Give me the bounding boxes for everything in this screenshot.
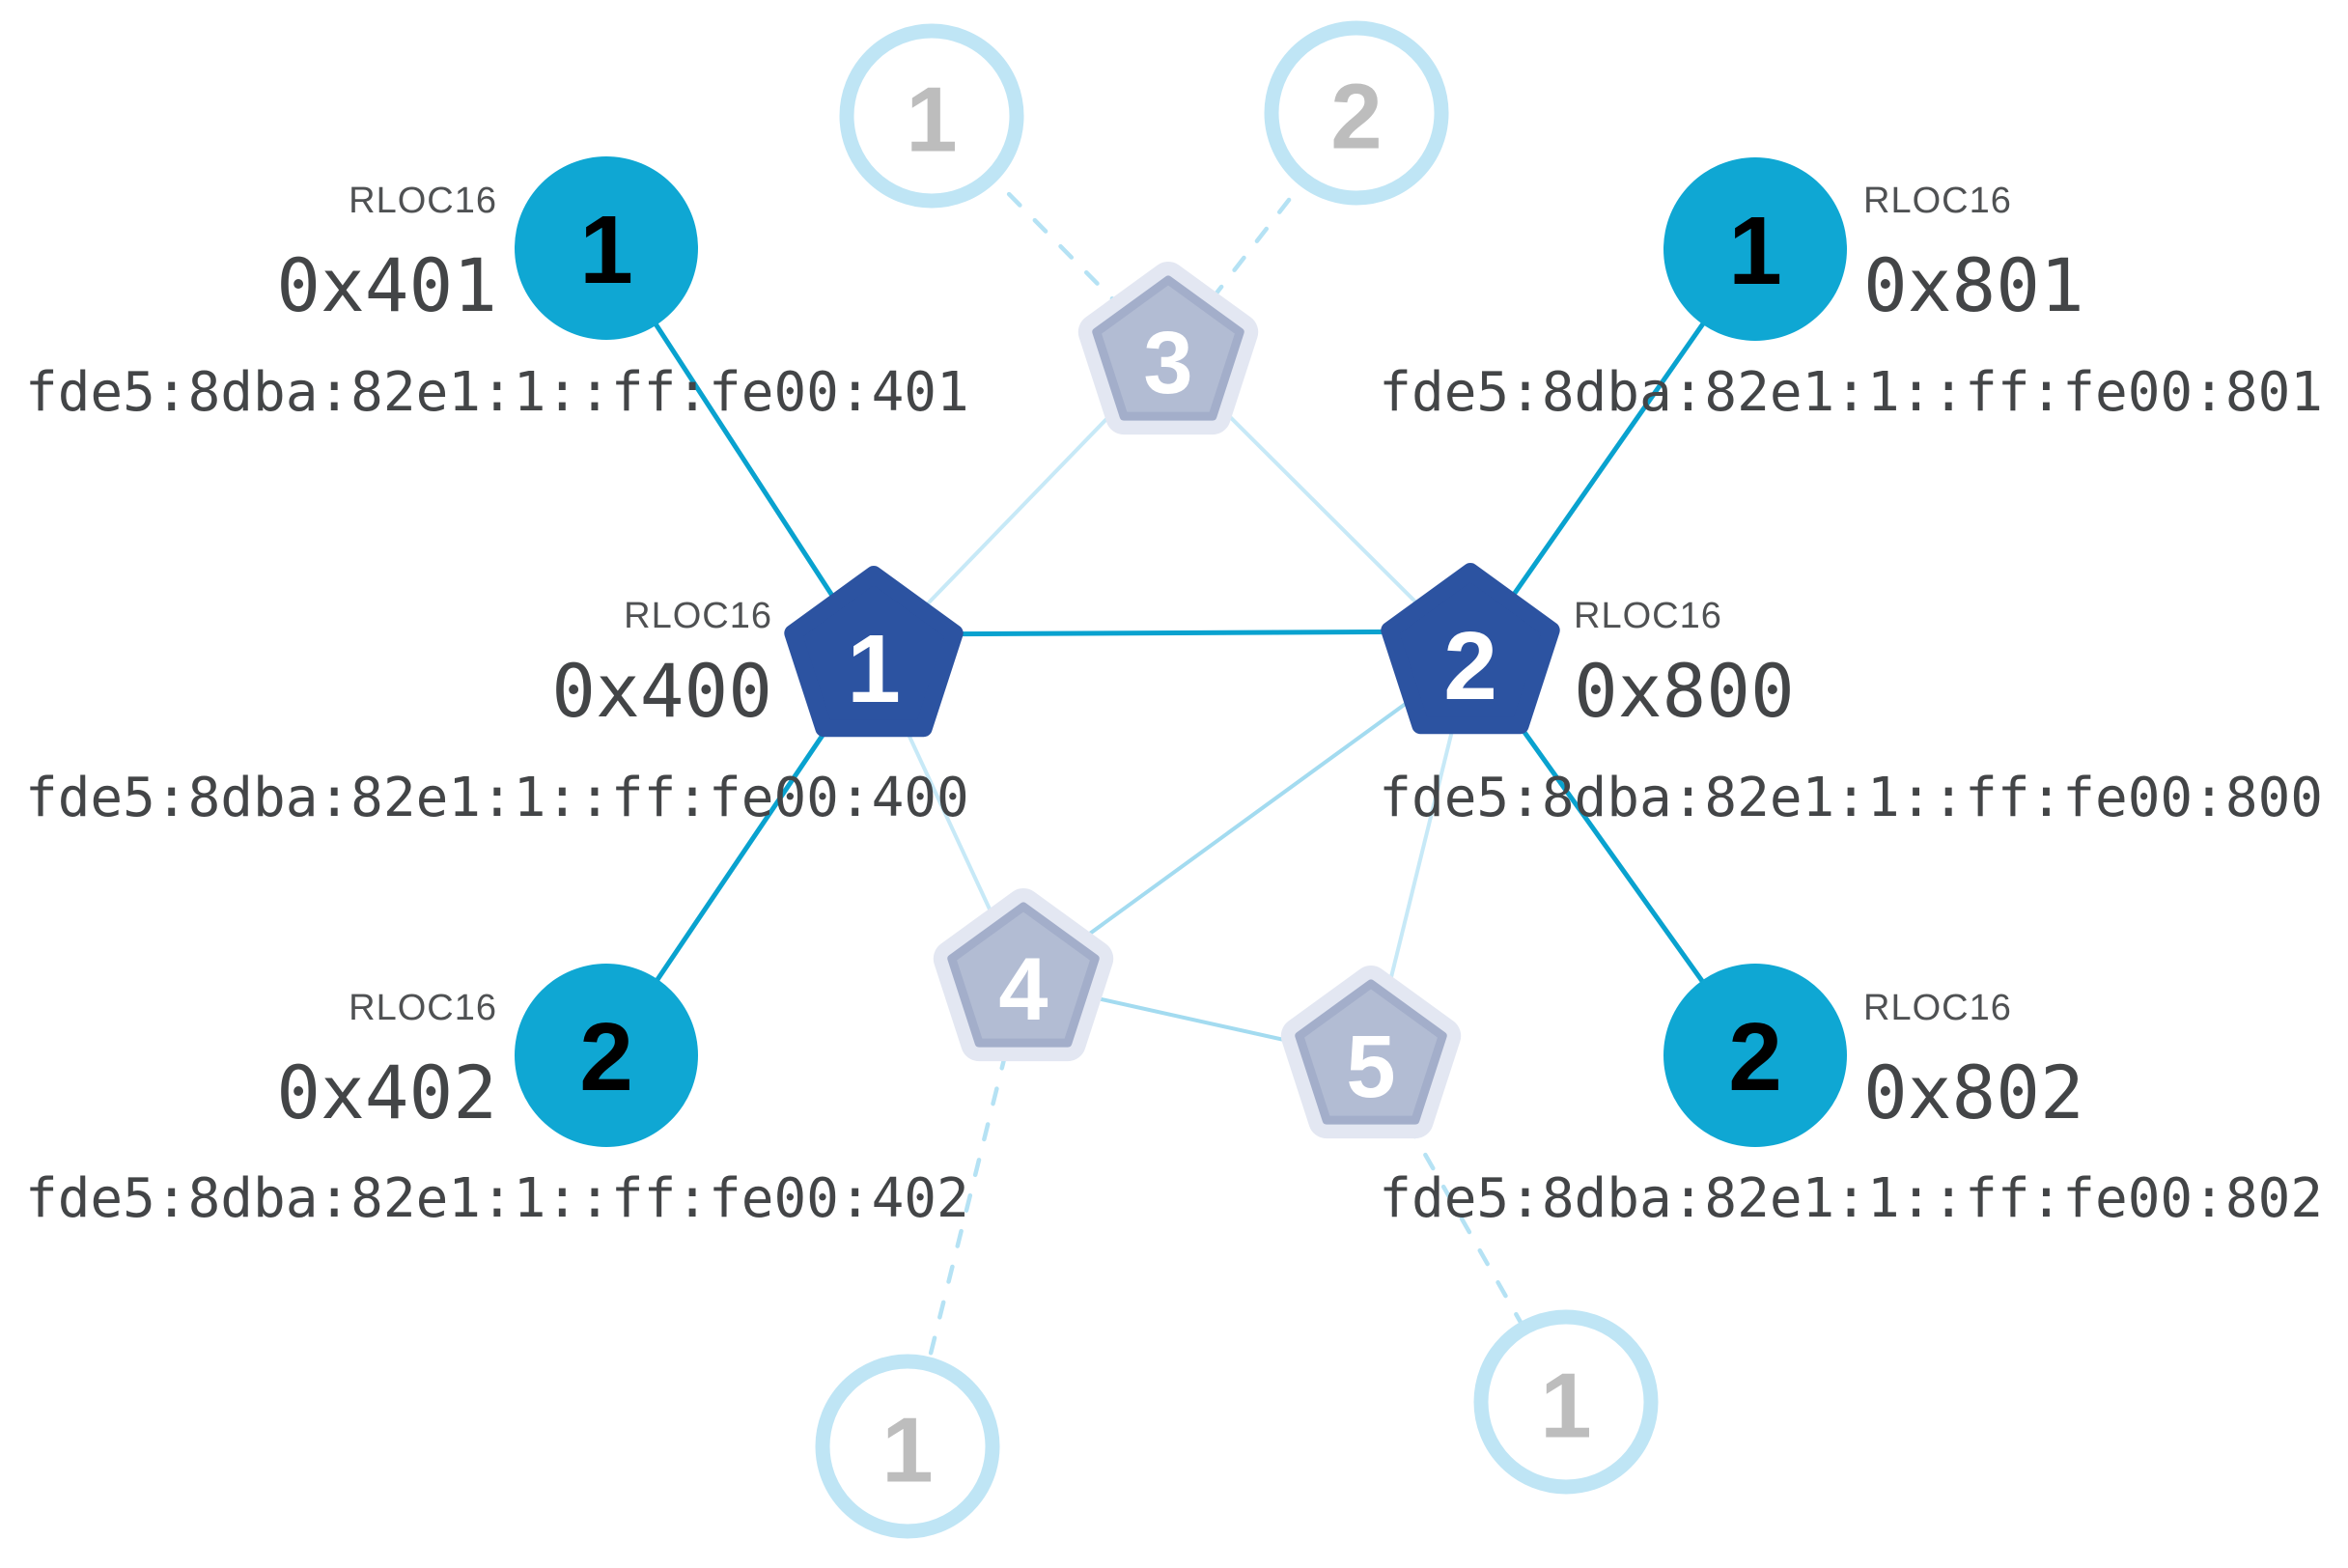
ghost-child-circle	[839, 23, 1024, 209]
rloc16-value: 0x801	[1863, 242, 2084, 328]
router-pentagon	[1092, 275, 1244, 421]
child-device-circle	[1663, 157, 1847, 341]
rloc16-value: 0x400	[551, 648, 772, 734]
ipv6-address: fde5:8dba:82e1:1::ff:fe00:802	[1379, 1167, 2323, 1230]
ipv6-address: fde5:8dba:82e1:1::ff:fe00:401	[25, 361, 969, 424]
ghost-child-circle	[1264, 20, 1449, 206]
child-device-number: 1	[579, 196, 633, 304]
rloc16-value: 0x802	[1863, 1050, 2084, 1135]
ghost-child-number: 1	[906, 69, 957, 172]
ipv6-address: fde5:8dba:82e1:1::ff:fe00:402	[25, 1167, 969, 1230]
router-number: 2	[1443, 612, 1497, 720]
router-pentagon	[1295, 979, 1447, 1125]
ipv6-address: fde5:8dba:82e1:1::ff:fe00:400	[25, 767, 969, 829]
router-number: 3	[1143, 314, 1192, 412]
router-number: 5	[1346, 1018, 1395, 1116]
node-router2[interactable]: 2	[1381, 563, 1560, 735]
node-child402[interactable]: 2	[515, 964, 698, 1147]
node-child401[interactable]: 1	[515, 156, 698, 340]
rloc16-value: 0x402	[276, 1050, 497, 1135]
node-router1[interactable]: 1	[784, 566, 964, 738]
ghost-child-number: 1	[881, 1399, 933, 1502]
link-router1-router2	[873, 629, 1471, 637]
child-device-number: 1	[1728, 197, 1782, 305]
node-router5[interactable]: 5	[1280, 966, 1462, 1139]
node-router4[interactable]: 4	[933, 888, 1114, 1062]
rloc16-caption: RLOC16	[1863, 181, 2012, 221]
child-device-number: 2	[1728, 1003, 1782, 1111]
rloc16-caption: RLOC16	[1863, 988, 2012, 1028]
child-device-circle	[1663, 964, 1847, 1147]
router-pentagon	[1381, 563, 1560, 735]
node-ghost1top[interactable]: 1	[839, 23, 1024, 209]
ipv6-address: fde5:8dba:82e1:1::ff:fe00:801	[1379, 361, 2323, 424]
ghost-child-number: 2	[1330, 66, 1382, 169]
ipv6-address: fde5:8dba:82e1:1::ff:fe00:800	[1379, 767, 2323, 829]
link-router2-router4	[1021, 655, 1472, 984]
rloc16-caption: RLOC16	[624, 596, 772, 636]
router-number: 4	[998, 940, 1048, 1039]
ghost-child-number: 1	[1540, 1355, 1591, 1458]
rloc16-value: 0x800	[1574, 648, 1795, 734]
rloc16-caption: RLOC16	[349, 181, 497, 221]
rloc16-caption: RLOC16	[349, 988, 497, 1028]
child-device-circle	[515, 964, 698, 1147]
child-device-circle	[515, 156, 698, 340]
node-ghost2top[interactable]: 2	[1264, 20, 1449, 206]
router-pentagon	[947, 902, 1100, 1048]
ghost-child-circle	[815, 1354, 1000, 1539]
node-ghost1bl[interactable]: 1	[815, 1354, 1000, 1539]
node-child801[interactable]: 1	[1663, 157, 1847, 341]
child-device-number: 2	[579, 1003, 633, 1111]
node-router3[interactable]: 3	[1077, 262, 1259, 435]
ghost-child-circle	[1473, 1309, 1659, 1495]
node-child802[interactable]: 2	[1663, 964, 1847, 1147]
rloc16-value: 0x401	[276, 242, 497, 328]
node-ghost1br[interactable]: 1	[1473, 1309, 1659, 1495]
router-number: 1	[847, 615, 901, 723]
router-pentagon	[784, 566, 964, 738]
rloc16-caption: RLOC16	[1574, 596, 1722, 636]
